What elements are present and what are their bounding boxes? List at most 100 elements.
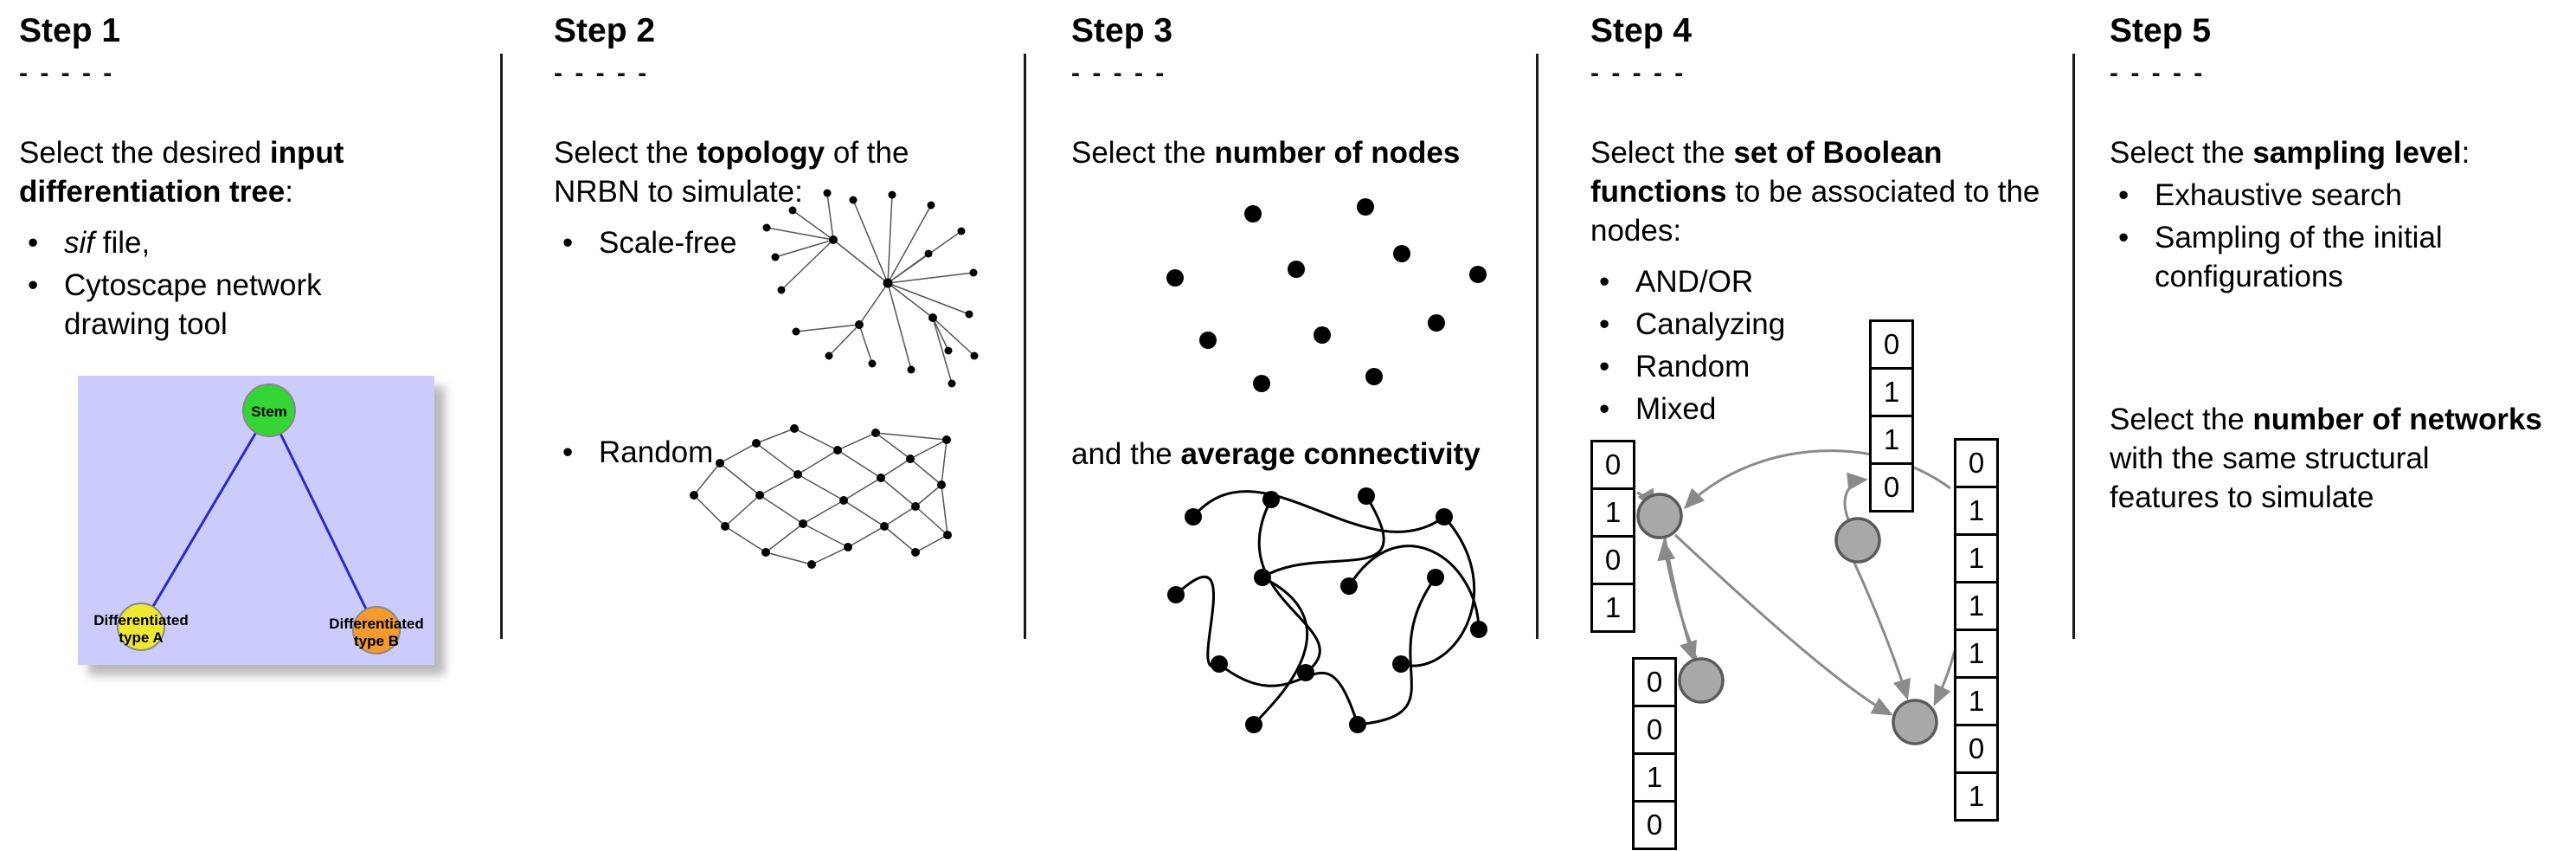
step3-line2: and the average connectivity	[1071, 435, 1481, 474]
step5-second-paragraph: Select the number of networks with the s…	[2110, 400, 2542, 517]
step4-intro-post: to be associated to the nodes:	[1590, 175, 2040, 248]
stem-node	[242, 384, 296, 437]
truth-table-cell: 0	[1590, 535, 1635, 585]
column-divider-2	[1024, 54, 1026, 639]
random-network-dots	[690, 424, 952, 569]
step1-intro-bold: input differentiation tree	[19, 136, 344, 209]
step5-title: Step 5	[2110, 12, 2212, 49]
step3-title: Step 3	[1071, 12, 1173, 49]
step1-sif-rest: file,	[94, 226, 151, 260]
column-divider-3	[1536, 54, 1539, 639]
step5-dashes: - - - - -	[2110, 59, 2206, 87]
step3-dashes: - - - - -	[1071, 59, 1167, 87]
truth-table-cell: 1	[1954, 629, 1999, 679]
step2-column: Step 2 - - - - - Select the topology of …	[554, 12, 986, 843]
step4-bullet-mixed: Mixed	[1590, 390, 2053, 429]
connectivity-dots	[1167, 487, 1487, 733]
step5-bullet-exhaustive: Exhaustive search	[2110, 176, 2573, 215]
step5-second-pre: Select the	[2110, 403, 2253, 436]
truth-table-left: 0 1 0 1	[1590, 440, 1635, 633]
step2-intro-bold: topology	[697, 136, 825, 170]
step1-bullet-list: sif file, Cytoscape network drawing tool	[19, 223, 408, 344]
truth-table-cell: 0	[1632, 705, 1677, 755]
truth-table-cell: 0	[1632, 657, 1677, 707]
truth-table-right: 0 1 1 1 1 1 0 1	[1954, 438, 1999, 822]
type-a-node	[117, 603, 165, 651]
step1-intro-post: :	[285, 175, 293, 209]
boolean-network-nodes	[1636, 493, 1938, 745]
step5-intro-post: :	[2461, 136, 2470, 170]
step4-intro-bold: set of Boolean functions	[1590, 136, 1943, 209]
random-network-edges	[693, 428, 948, 565]
step2-bullet-scale-free: Scale-free	[554, 223, 986, 262]
step4-bullet-canalyzing: Canalyzing	[1590, 305, 2053, 344]
step4-dashes: - - - - -	[1590, 59, 1686, 87]
step5-second-post: with the same structural features to sim…	[2110, 442, 2430, 514]
step4-bullet-list: AND/OR Canalyzing Random Mixed	[1590, 262, 2053, 429]
truth-table-cell: 1	[1954, 486, 1999, 536]
boolean-network-diagram	[1636, 449, 1964, 745]
step1-bullet-cytoscape: Cytoscape network drawing tool	[19, 266, 408, 344]
step4-column: Step 4 - - - - - Select the set of Boole…	[1590, 12, 2053, 850]
type-b-node	[352, 606, 401, 654]
step2-intro-post: of the NRBN to simulate:	[554, 136, 909, 209]
type-a-label-line1: Differentiated	[93, 612, 189, 629]
step4-intro: Select the set of Boolean functions to b…	[1590, 133, 2053, 250]
nodes-scatter-graphic	[1166, 198, 1487, 392]
truth-table-top: 0 1 1 0	[1869, 319, 1914, 513]
step5-bullet-list: Exhaustive search Sampling of the initia…	[2110, 176, 2573, 296]
boolean-network-arrows	[1636, 449, 1964, 716]
step5-bullet-sampling: Sampling of the initial configurations	[2110, 218, 2573, 296]
step3-line1-bold: number of nodes	[1214, 136, 1461, 170]
truth-table-cell: 1	[1954, 771, 1999, 822]
scatter-dots	[1166, 198, 1487, 392]
step3-line1: Select the number of nodes	[1071, 133, 1543, 172]
scale-free-dots	[762, 189, 979, 388]
step3-line2-bold: average connectivity	[1180, 437, 1481, 471]
truth-table-cell: 1	[1954, 533, 1999, 583]
type-a-label-line2: type A	[119, 629, 163, 646]
step5-intro-bold: sampling level	[2252, 136, 2462, 170]
truth-table-cell: 1	[1590, 487, 1635, 538]
step3-column: Step 3 - - - - - Select the number of no…	[1071, 12, 1543, 843]
step4-bullet-random: Random	[1590, 347, 2053, 386]
truth-table-cell: 0	[1869, 319, 1914, 370]
step5-intro-pre: Select the	[2110, 136, 2253, 170]
step2-dashes: - - - - -	[554, 59, 650, 87]
column-divider-1	[500, 54, 503, 639]
connectivity-curves	[1174, 490, 1481, 726]
truth-table-bottom: 0 0 1 0	[1632, 657, 1677, 850]
truth-table-cell: 0	[1954, 438, 1999, 488]
type-b-label-line1: Differentiated	[329, 616, 424, 632]
step3-line1-pre: Select the	[1071, 136, 1215, 170]
step2-intro-pre: Select the	[554, 136, 697, 170]
random-network-graphic	[690, 424, 952, 569]
step1-intro-pre: Select the desired	[19, 136, 270, 170]
truth-table-cell: 0	[1590, 440, 1635, 490]
truth-table-cell: 1	[1869, 367, 1914, 417]
truth-table-cell: 1	[1632, 752, 1677, 803]
truth-table-cell: 1	[1590, 583, 1635, 633]
step1-dashes: - - - - -	[19, 59, 115, 87]
step2-intro: Select the topology of the NRBN to simul…	[554, 133, 986, 211]
step1-column: Step 1 - - - - - Select the desired inpu…	[19, 12, 434, 843]
step4-title: Step 4	[1590, 12, 1693, 49]
step5-column: Step 5 - - - - - Select the sampling lev…	[2110, 12, 2573, 843]
step1-sif-italic: sif	[64, 226, 94, 260]
step2-title: Step 2	[554, 12, 656, 49]
truth-table-cell: 1	[1954, 581, 1999, 631]
connectivity-network-graphic	[1167, 487, 1487, 733]
step1-title: Step 1	[19, 12, 121, 49]
differentiation-tree-graphic: Stem Differentiated type A Differentiate…	[93, 384, 424, 654]
tree-edges	[139, 409, 378, 631]
step4-bullet-and-or: AND/OR	[1590, 262, 2053, 301]
step3-line2-pre: and the	[1071, 437, 1181, 471]
truth-table-cell: 1	[1869, 415, 1914, 465]
scale-free-network-graphic	[762, 189, 979, 388]
step1-bullet-sif-file: sif file,	[19, 223, 408, 262]
column-divider-4	[2072, 54, 2075, 639]
step1-intro: Select the desired input differentiation…	[19, 133, 408, 211]
differentiation-tree-figure: Stem Differentiated type A Differentiate…	[78, 376, 434, 665]
network-node-2	[1834, 517, 1881, 564]
